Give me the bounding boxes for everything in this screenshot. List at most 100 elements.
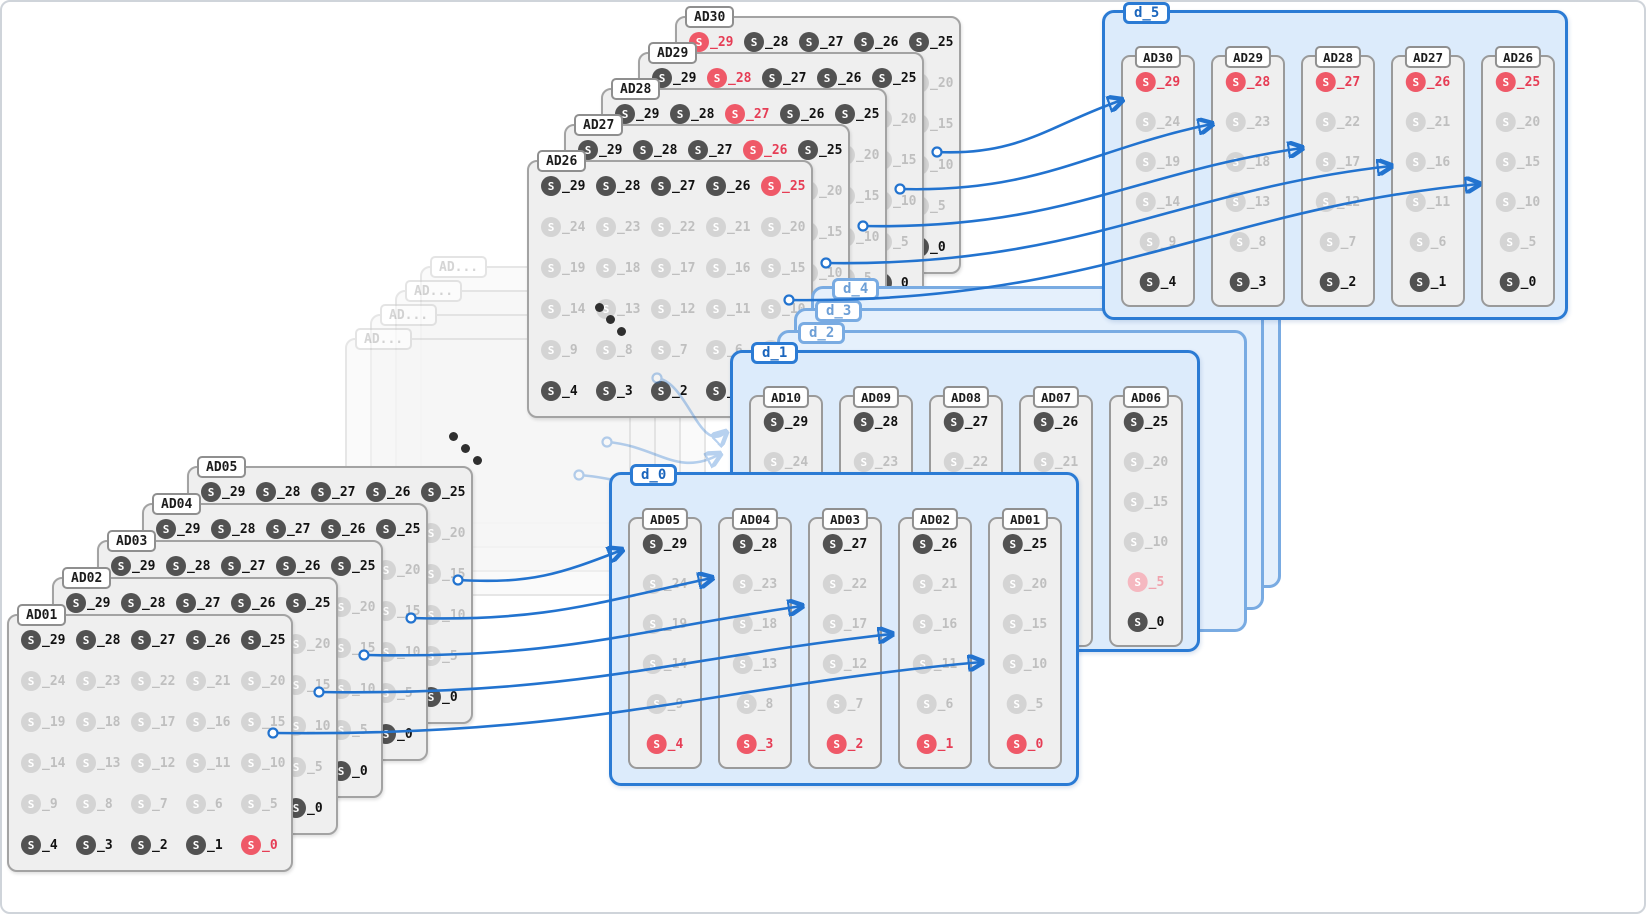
chip-label: _21 xyxy=(727,219,751,235)
chip-label: _22 xyxy=(843,576,868,592)
card-tab: AD01 xyxy=(17,604,67,626)
chip-disc-icon: S xyxy=(912,534,933,554)
chip-disc-icon: S xyxy=(1002,574,1023,594)
chip-label: _23 xyxy=(1246,114,1271,130)
chip-label: _12 xyxy=(1336,194,1361,210)
chip-label: _28 xyxy=(691,106,715,122)
token-chip: S_27 xyxy=(762,67,806,89)
chip-disc-icon: S xyxy=(1225,152,1246,172)
chip-label: _16 xyxy=(727,260,751,276)
chip-disc-icon: S xyxy=(241,671,261,691)
chip-label: _18 xyxy=(97,714,121,730)
chip-label: _25 xyxy=(442,484,466,500)
chip-label: _26 xyxy=(297,558,321,574)
token-chip: S_25 xyxy=(909,31,953,53)
token-chip: S_14 xyxy=(1135,191,1180,213)
token-chip: S_14 xyxy=(541,298,585,320)
chip-label: _27 xyxy=(672,178,696,194)
chip-label: _26 xyxy=(838,70,862,86)
chip-label: _26 xyxy=(207,632,231,648)
chip-disc-icon: S xyxy=(706,258,726,278)
chip-label: _23 xyxy=(617,219,641,235)
group-label: d_0 xyxy=(630,464,678,486)
chip-disc-icon: S xyxy=(66,593,86,613)
chip-label: _24 xyxy=(663,576,688,592)
token-chip: S_15 xyxy=(1495,151,1540,173)
token-chip: S_20 xyxy=(761,216,805,238)
chip-disc-icon: S xyxy=(266,519,286,539)
token-chip: S_29 xyxy=(66,592,110,614)
chip-disc-icon: S xyxy=(421,482,441,502)
chip-label: _10 xyxy=(262,755,286,771)
chip-disc-icon: S xyxy=(1123,412,1144,432)
column-tab: AD06 xyxy=(1122,386,1170,408)
token-chip: S_8 xyxy=(1229,231,1266,253)
chip-disc-icon: S xyxy=(916,694,937,714)
column-tab: AD03 xyxy=(821,508,869,530)
chip-disc-icon: S xyxy=(822,614,843,634)
chip-disc-icon: S xyxy=(732,654,753,674)
chip-disc-icon: S xyxy=(651,381,671,401)
chip-disc-icon: S xyxy=(651,340,671,360)
chip-label: _15 xyxy=(307,677,331,693)
chip-disc-icon: S xyxy=(646,734,667,754)
chip-label: _14 xyxy=(562,301,586,317)
token-chip: S_9 xyxy=(21,793,58,815)
chip-label: _29 xyxy=(1156,74,1181,90)
chip-disc-icon: S xyxy=(541,340,561,360)
token-chip: S_27 xyxy=(688,139,732,161)
token-chip: S_14 xyxy=(642,653,688,675)
column-tab: AD01 xyxy=(1001,508,1049,530)
chip-disc-icon: S xyxy=(761,217,781,237)
chip-label: _7 xyxy=(672,342,688,358)
chip-label: _20 xyxy=(397,562,421,578)
chip-disc-icon: S xyxy=(1002,534,1023,554)
token-chip: S_12 xyxy=(651,298,695,320)
chip-label: _10 xyxy=(893,193,917,209)
chip-disc-icon: S xyxy=(1123,532,1144,552)
chip-disc-icon: S xyxy=(1002,614,1023,634)
chip-label: _27 xyxy=(709,142,733,158)
chip-disc-icon: S xyxy=(541,299,561,319)
chip-disc-icon: S xyxy=(1033,412,1054,432)
chip-label: _28 xyxy=(874,414,899,430)
chip-disc-icon: S xyxy=(1135,112,1156,132)
chip-disc-icon: S xyxy=(646,694,667,714)
chip-disc-icon: S xyxy=(835,104,855,124)
chip-label: _26 xyxy=(727,178,751,194)
chip-label: _20 xyxy=(307,636,331,652)
chip-label: _5 xyxy=(397,685,413,701)
token-chip: S_19 xyxy=(21,711,65,733)
card-tab: AD28 xyxy=(611,78,661,100)
chip-label: _10 xyxy=(856,229,880,245)
token-chip: S_28 xyxy=(256,481,300,503)
column-tab: AD07 xyxy=(1032,386,1080,408)
card-tab: AD... xyxy=(430,256,488,278)
chip-label: _20 xyxy=(1144,454,1169,470)
chip-disc-icon: S xyxy=(826,694,847,714)
chip-disc-icon: S xyxy=(1319,272,1340,292)
chip-label: _3 xyxy=(1250,274,1267,290)
token-chip: S_29 xyxy=(156,518,200,540)
chip-label: _14 xyxy=(663,656,688,672)
token-chip: S_21 xyxy=(912,573,957,595)
token-chip: S_8 xyxy=(76,793,113,815)
token-chip: S_4 xyxy=(21,834,58,856)
chip-label: _29 xyxy=(87,595,111,611)
token-chip: S_2 xyxy=(1319,271,1356,293)
token-chip: S_26 xyxy=(817,67,861,89)
token-chip: S_26 xyxy=(706,175,750,197)
chip-label: _0 xyxy=(1148,614,1165,630)
chip-label: _1 xyxy=(207,837,223,853)
chip-label: _20 xyxy=(1516,114,1541,130)
chip-disc-icon: S xyxy=(186,630,206,650)
card-tab: AD... xyxy=(380,304,438,326)
column-tab: AD27 xyxy=(1404,46,1452,68)
chip-label: _25 xyxy=(930,34,954,50)
token-chip: S_28 xyxy=(1225,71,1270,93)
chip-label: _10 xyxy=(307,718,331,734)
chip-label: _26 xyxy=(1426,74,1451,90)
